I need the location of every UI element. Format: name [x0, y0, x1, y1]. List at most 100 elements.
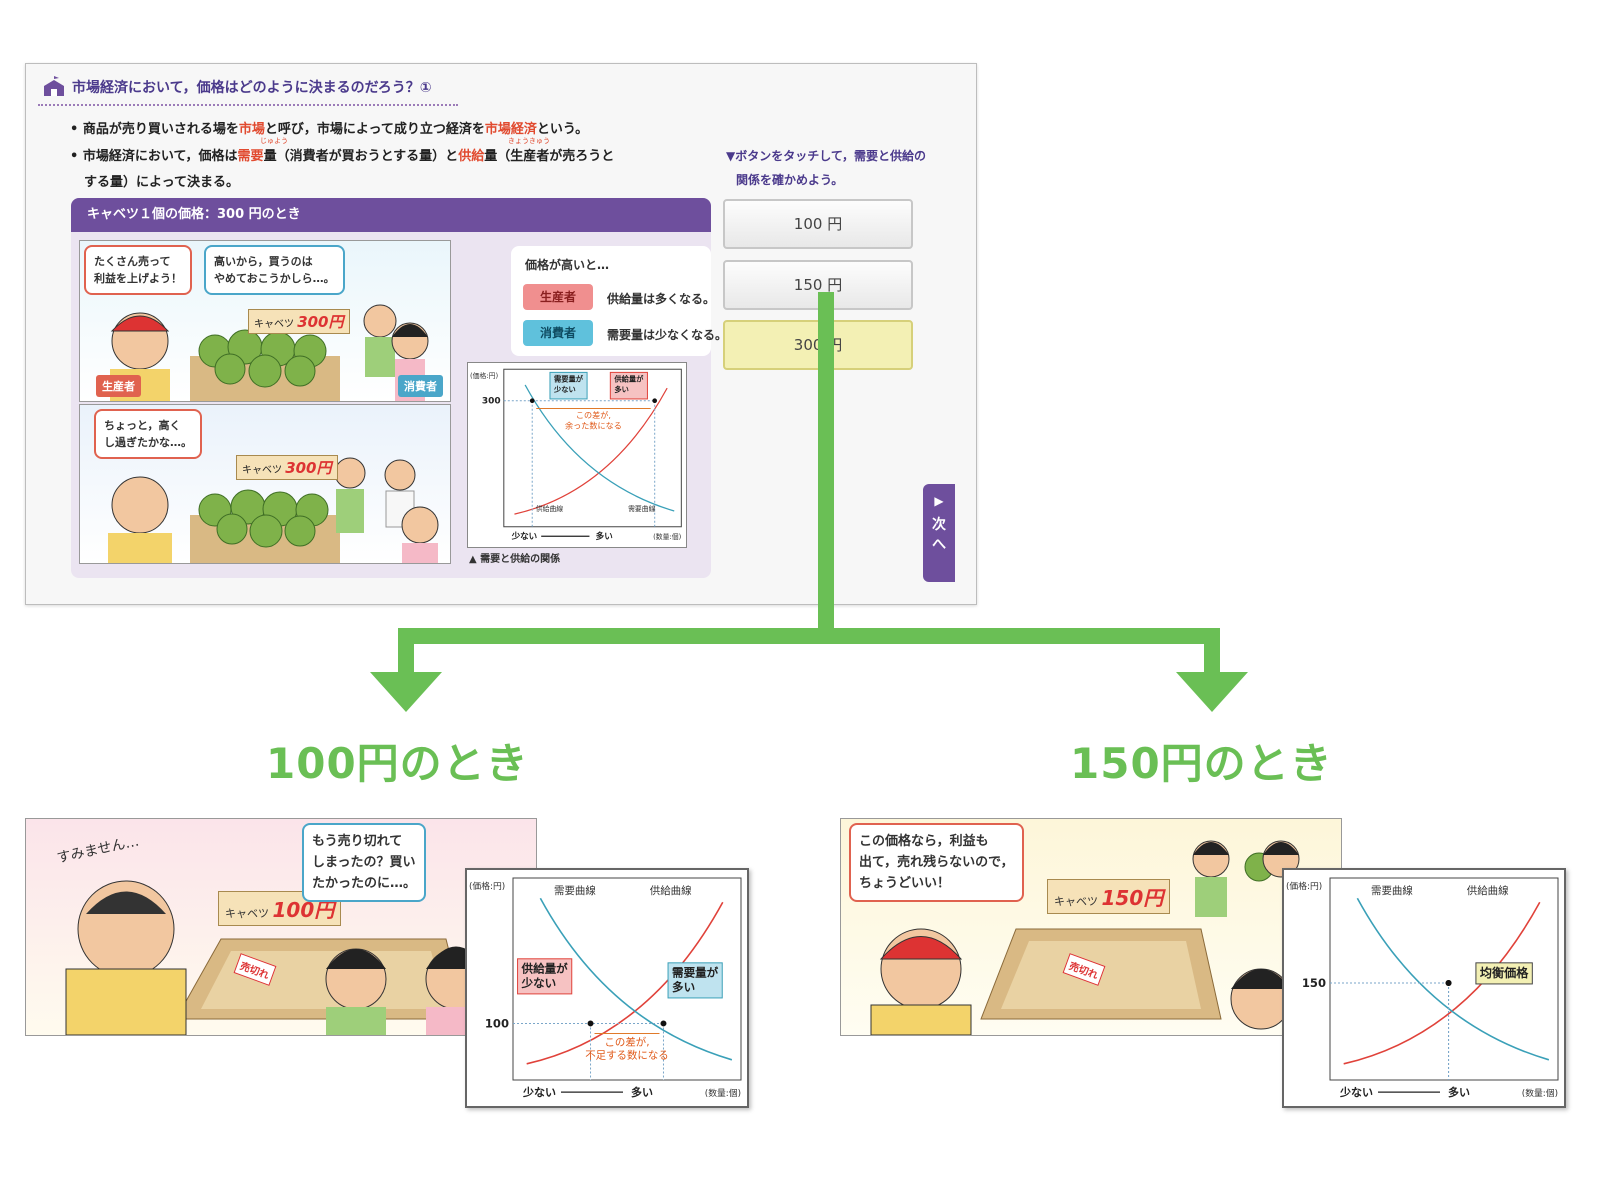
speech-bubble-shortage: もう売り切れてしまったの？買いたかったのに…。: [302, 823, 427, 902]
supply-note-line: 供給量が: [613, 375, 644, 384]
x-axis-label-low: 少ない: [511, 530, 538, 542]
x-axis-label-low: 少ない: [522, 1085, 556, 1099]
supply-curve: [514, 387, 668, 515]
ruby-kyoukyuu: きょうきゅう: [508, 137, 550, 145]
plot-frame: [512, 877, 742, 1081]
x-axis-unit: (数量:個): [705, 1087, 741, 1099]
y-axis-label: (価格:円): [470, 371, 499, 380]
app-screen: 市場経済において，価格はどのように決まるのだろう？① • 商品が売り買いされる場…: [25, 63, 977, 605]
comic-illustration-bottom: [108, 457, 439, 563]
next-page-tab[interactable]: ▶ 次 へ: [923, 484, 955, 582]
chart-caption: ▲ 需要と供給の関係: [469, 554, 561, 565]
bullet-price-cont: する量）によって決まる。: [84, 175, 239, 190]
x-axis-label-high: 多い: [631, 1085, 653, 1099]
supply-label: 供給曲線: [1467, 884, 1509, 897]
heading-100: 100円のとき: [266, 739, 529, 788]
x-axis-label-high: 多い: [1448, 1085, 1470, 1099]
intersection-dot-0: [587, 1020, 594, 1027]
producer-effect: 供給量は多くなる。: [607, 292, 716, 306]
bullet-price: • 市場経済において，価格は需要量（消費者が買おうとする量）と供給量（生産者が売…: [70, 149, 615, 164]
equilibrium-note-box: [1475, 962, 1533, 985]
demand-note-box: [549, 371, 588, 400]
price-tag-300: キャベツ 300円: [248, 309, 350, 334]
x-axis-label-low: 少ない: [1339, 1085, 1373, 1099]
intersection-dot-0: [529, 398, 535, 404]
price-button-100[interactable]: 100 円: [723, 199, 913, 249]
speech-bubble-equilibrium: この価格なら，利益も出て，売れ残らないので，ちょうどいい！: [849, 823, 1024, 902]
gap-note: 不足する数になる: [585, 1048, 669, 1061]
y-axis-label: (価格:円): [1286, 880, 1322, 892]
supply-note-box: [517, 958, 573, 995]
explanation-card: 価格が高いと… 生産者 供給量は多くなる。 消費者 需要量は少なくなる。: [511, 246, 727, 356]
demand-label: 需要曲線: [628, 504, 656, 513]
demand-curve: [539, 897, 733, 1061]
intersection-dot-1: [660, 1020, 667, 1027]
chart-150: (価格:円) 150 均衡価格 需要曲線 供給曲線少ない 多い (数量:個): [1282, 868, 1566, 1108]
y-axis-label: (価格:円): [469, 880, 505, 892]
demand-note-line: 多い: [672, 980, 695, 994]
price-tag-150: キャベツ 150円: [1047, 879, 1171, 914]
equilibrium-note-line: 均衡価格: [1480, 965, 1529, 980]
demand-note-box: [667, 962, 723, 999]
chip-producer: 生産者: [523, 284, 593, 310]
demand-curve: [1356, 897, 1550, 1061]
supply-note-box: [609, 371, 648, 400]
demand-note-line: 需要量が: [672, 965, 719, 979]
chart-100-svg: (価格:円)100この差が,不足する数になる供給量が少ない需要量が多い需要曲線供…: [469, 877, 742, 1099]
supply-note-line: 供給量が: [521, 961, 569, 975]
speech-bubble-consumer: 高いから，買うのはやめておこうかしら…。: [204, 245, 345, 295]
page-title: 市場経済において，価格はどのように決まるのだろう？①: [72, 80, 432, 96]
heading-150: 150円のとき: [1070, 739, 1333, 788]
comic-100-illustration: [65, 880, 487, 1035]
school-icon: [44, 76, 64, 96]
demand-label: 需要曲線: [1371, 884, 1413, 897]
chart-300-svg: (価格:円)300この差が,余った数になる需要量が少ない供給量が多い供給曲線需要…: [470, 368, 682, 542]
card-heading: 価格が高いと…: [525, 258, 610, 272]
demand-curve: [524, 384, 675, 512]
x-axis-unit: (数量:個): [653, 532, 682, 541]
instruction-text: ▼ボタンをタッチして，需要と供給の 関係を確かめよう。: [726, 149, 927, 187]
demand-note-line: 少ない: [553, 385, 576, 394]
comic-frame-top: たくさん売って利益を上げよう！ 高いから，買うのはやめておこうかしら…。: [79, 240, 451, 402]
plot-frame: [1329, 877, 1559, 1081]
speech-bubble-producer-regret: ちょっと，高くし過ぎたかな…。: [94, 409, 202, 459]
intersection-dot-1: [652, 398, 658, 404]
supply-label: 供給曲線: [650, 884, 692, 897]
consumer-effect: 需要量は少なくなる。: [607, 328, 728, 342]
price-tag-300-2: キャベツ 300円: [236, 455, 338, 480]
x-axis-label-high: 多い: [596, 530, 614, 542]
price-tick-label: 300: [482, 397, 501, 407]
ruby-juyou: じゅよう: [260, 137, 288, 145]
gap-note: この差が,: [576, 410, 611, 420]
comic-frame-bottom: ちょっと，高くし過ぎたかな…。 キャベツ 300円: [79, 404, 451, 564]
next-label-2: へ: [932, 537, 946, 553]
supply-note-line: 多い: [614, 385, 629, 394]
supply-note-line: 少ない: [521, 976, 557, 990]
bullet-market: • 商品が売り買いされる場を市場と呼び，市場によって成り立つ経済を市場経済という…: [70, 122, 589, 137]
scenario-panel: キャベツ１個の価格：300 円のとき たくさん売って利益を上げよう！ 高いから，…: [71, 198, 727, 578]
comic-illustration-top: [110, 304, 429, 401]
gap-note: 余った数になる: [565, 420, 622, 430]
price-tick-label: 150: [1302, 976, 1326, 990]
label-consumer: 消費者: [398, 375, 443, 397]
panel-title: キャベツ１個の価格：300 円のとき: [71, 198, 711, 232]
speech-bubble-producer: たくさん売って利益を上げよう！: [84, 245, 192, 295]
supply-curve: [526, 901, 724, 1065]
chip-consumer: 消費者: [523, 320, 593, 346]
gap-note: この差が,: [604, 1035, 649, 1048]
play-icon: ▶: [934, 494, 944, 508]
plot-frame: [503, 368, 682, 528]
demand-note-line: 需要量が: [554, 375, 584, 384]
page-title-row: 市場経済において，価格はどのように決まるのだろう？①: [38, 74, 458, 106]
next-label-1: 次: [932, 517, 946, 533]
demand-label: 需要曲線: [554, 884, 596, 897]
x-axis-unit: (数量:個): [1522, 1087, 1558, 1099]
comic-100: すみません… キャベツ 100円 売切れ もう売り切れてしまったの？買いたかった…: [25, 818, 537, 1036]
label-producer: 生産者: [96, 375, 141, 397]
intersection-dot-1: [1445, 980, 1452, 987]
supply-curve: [1343, 901, 1541, 1065]
